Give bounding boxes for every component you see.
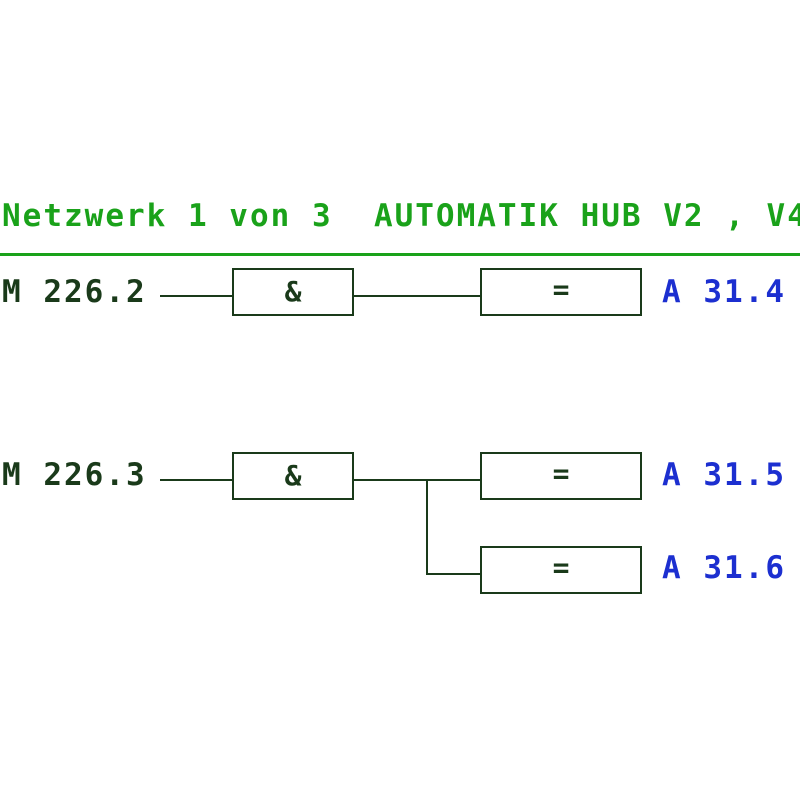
output-operand-a31-4[interactable]: A 31.4 (662, 274, 786, 310)
input-operand-m226-2[interactable]: M 226.2 (2, 274, 147, 310)
wire-and-to-assign-1 (354, 295, 482, 297)
assign-block-1-symbol: = (552, 273, 570, 306)
input-operand-m226-3[interactable]: M 226.3 (2, 457, 147, 493)
wire-input-to-and-1 (160, 295, 233, 297)
and-block-2[interactable]: & (232, 452, 354, 500)
and-block-1-symbol: & (284, 275, 302, 308)
wire-branch-vertical (426, 479, 428, 575)
wire-input-to-and-2 (160, 479, 233, 481)
and-block-1[interactable]: & (232, 268, 354, 316)
assign-block-3[interactable]: = (480, 546, 642, 594)
assign-block-1[interactable]: = (480, 268, 642, 316)
output-operand-a31-5[interactable]: A 31.5 (662, 457, 786, 493)
output-operand-a31-6[interactable]: A 31.6 (662, 550, 786, 586)
assign-block-3-symbol: = (552, 551, 570, 584)
header-divider (0, 253, 800, 256)
wire-and-to-assign-2 (354, 479, 482, 481)
and-block-2-symbol: & (284, 459, 302, 492)
assign-block-2-symbol: = (552, 457, 570, 490)
network-header: Netzwerk 1 von 3 AUTOMATIK HUB V2 , V4 (2, 198, 800, 234)
wire-branch-to-assign-3 (426, 573, 482, 575)
assign-block-2[interactable]: = (480, 452, 642, 500)
